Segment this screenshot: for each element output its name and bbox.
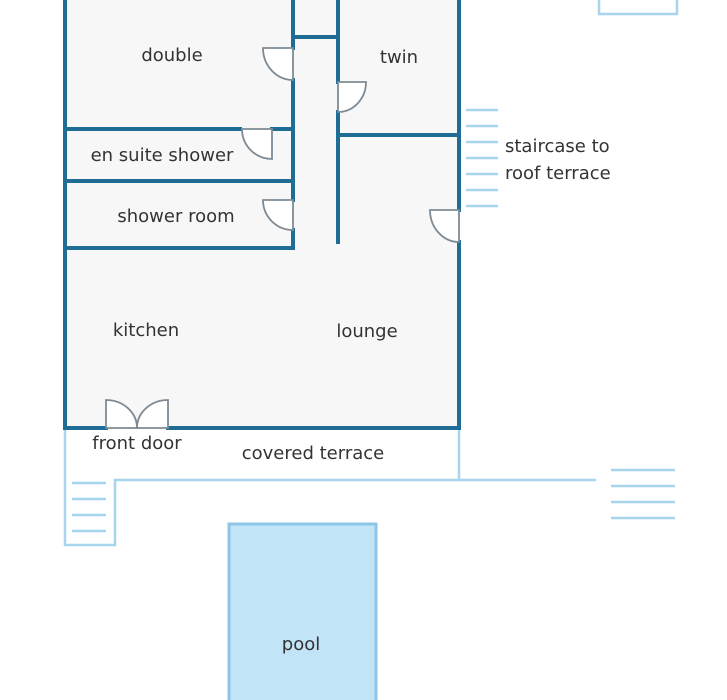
room-label-double: double: [141, 45, 202, 66]
front-door-right-leaf: [136, 399, 169, 429]
room-label-shower-room: shower room: [117, 206, 234, 227]
en-suite-door: [241, 128, 273, 160]
front-door-label: front door: [92, 433, 182, 454]
shower-room-door: [262, 199, 294, 231]
pool: [227, 522, 378, 700]
house-floor: [65, 0, 459, 428]
walls: [63, 0, 461, 430]
top-right-outline: [597, 0, 679, 16]
lounge-staircase-door: [429, 209, 460, 243]
staircase-roof: [466, 108, 498, 208]
double-door: [262, 47, 294, 81]
staircase-right: [611, 468, 675, 520]
room-label-lounge: lounge: [336, 321, 397, 342]
covered-terrace-outline: [63, 428, 596, 547]
room-label-en-suite: en suite shower: [91, 145, 234, 166]
twin-door: [337, 81, 367, 113]
staircase-label-line1: staircase to: [505, 136, 610, 157]
room-label-kitchen: kitchen: [113, 320, 179, 341]
outdoor-outlines: [63, 0, 679, 547]
staircase-label-line2: roof terrace: [505, 163, 611, 184]
covered-terrace-label: covered terrace: [242, 443, 384, 464]
doors: [105, 47, 460, 429]
room-label-twin: twin: [380, 47, 418, 68]
staircase-left: [72, 481, 106, 533]
pool-label: pool: [282, 634, 320, 655]
